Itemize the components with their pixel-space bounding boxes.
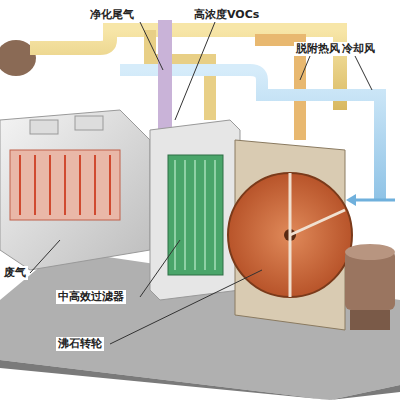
leader-lines (30, 22, 372, 344)
part-label: 脱附热风 (294, 42, 342, 56)
zeolite-rotor (228, 173, 352, 297)
combustion-unit (0, 110, 150, 270)
fan-motor (350, 310, 390, 330)
heater-coils (20, 155, 110, 215)
filter-housing (150, 120, 240, 300)
heater-grid (10, 150, 120, 220)
filter-media (168, 155, 223, 275)
filter-pleats (175, 160, 215, 270)
part-label: 净化尾气 (88, 8, 136, 22)
rotor-seal (290, 210, 345, 235)
part-label: 中高效过滤器 (56, 290, 126, 304)
part-label: 沸石转轮 (56, 337, 104, 351)
base-edge (0, 360, 400, 400)
part-label: 废气 (2, 266, 28, 280)
clean-exhaust-stack (158, 20, 172, 140)
cooling-arrow (352, 199, 395, 202)
part-label: 高浓度VOCs (192, 8, 261, 22)
outlet-box (75, 116, 103, 130)
part-label: 冷却风 (340, 42, 377, 56)
cooling-arrow-head (346, 194, 356, 206)
outlet-box (30, 120, 58, 134)
fan-top (345, 244, 395, 260)
